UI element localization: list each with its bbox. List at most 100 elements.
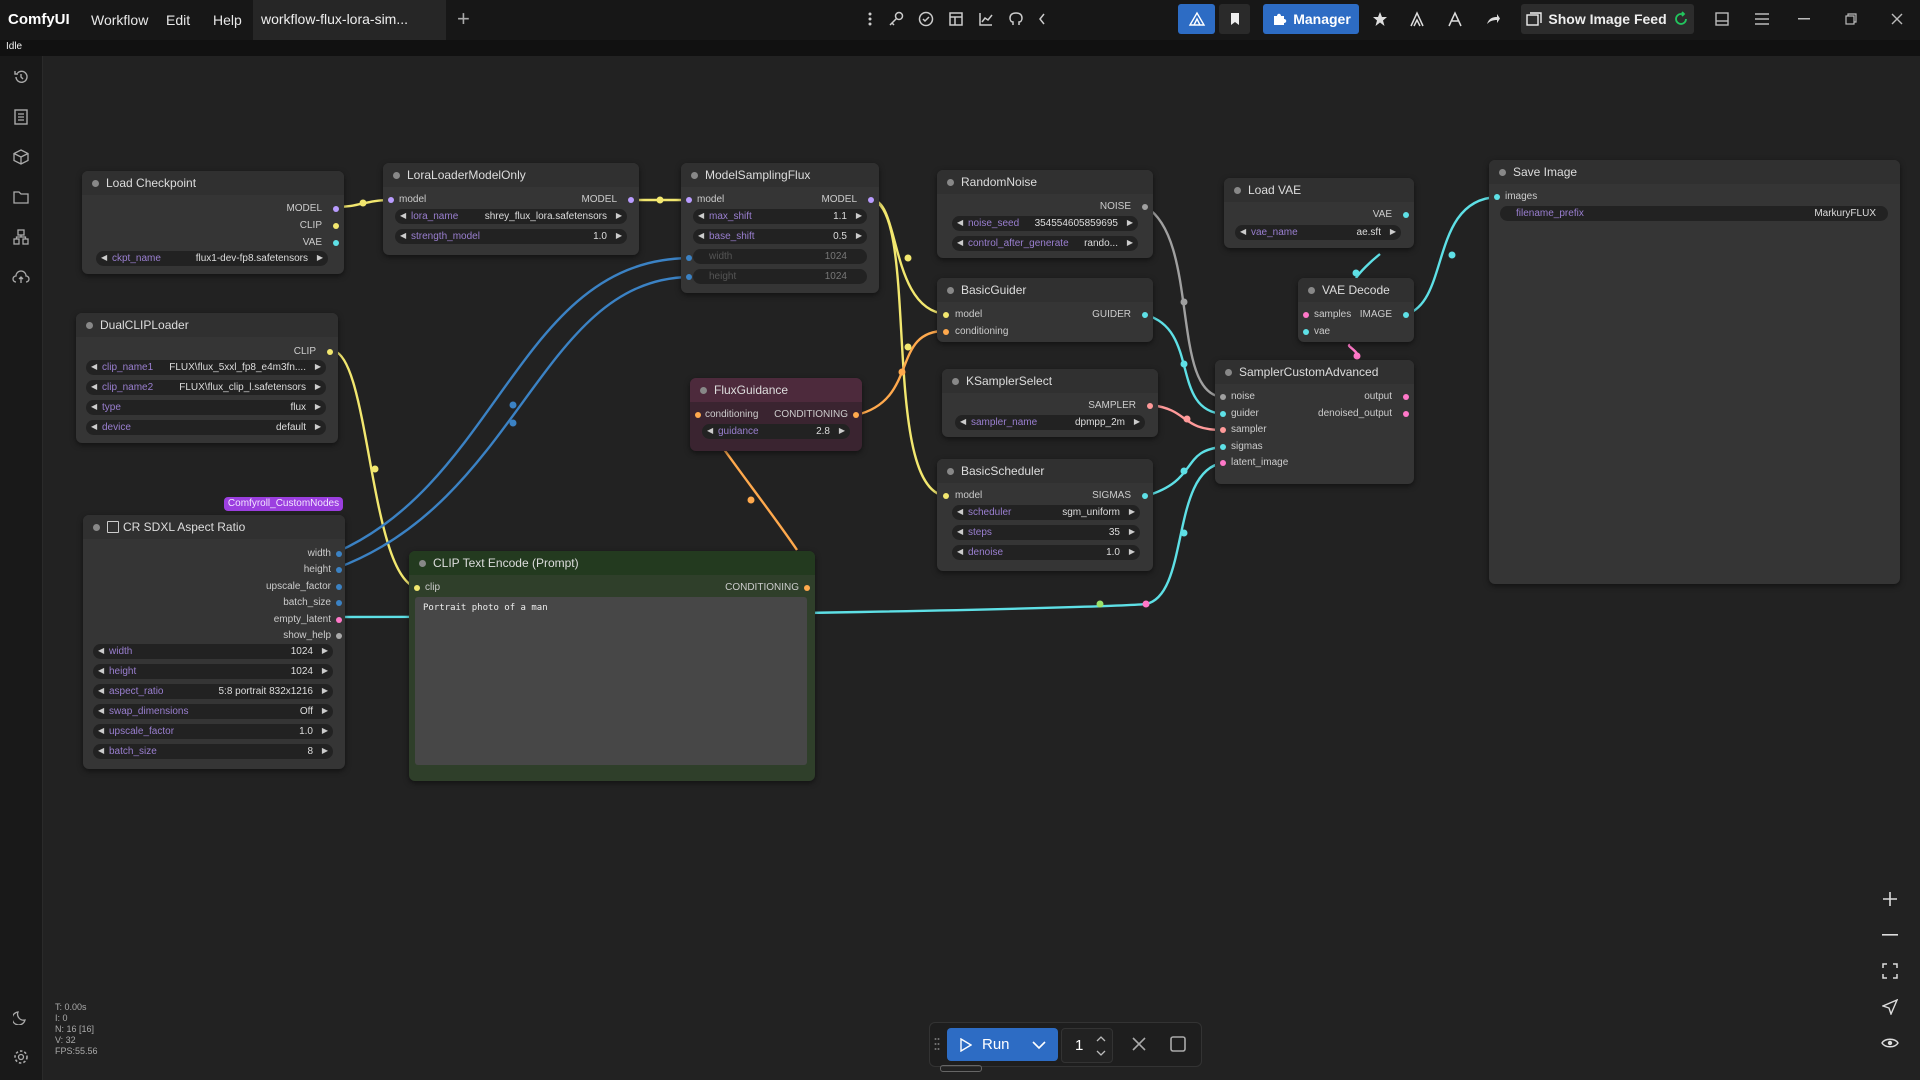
star-icon[interactable] xyxy=(1365,4,1395,34)
github-icon[interactable] xyxy=(1001,4,1031,34)
collapse-dot[interactable] xyxy=(393,172,400,179)
output-port-vae[interactable] xyxy=(1403,212,1409,218)
output-port-sigmas[interactable] xyxy=(1142,493,1148,499)
collapse-dot[interactable] xyxy=(947,468,954,475)
more-vertical-icon[interactable] xyxy=(855,4,885,34)
minimize-icon[interactable] xyxy=(1789,4,1819,34)
node-header[interactable]: RandomNoise xyxy=(937,170,1153,194)
output-port-model[interactable] xyxy=(628,197,634,203)
new-tab-button[interactable]: + xyxy=(457,6,470,31)
node-cr-sdxl-aspect-ratio[interactable]: CR SDXL Aspect Ratio width height upscal… xyxy=(83,515,345,769)
key-icon[interactable] xyxy=(881,4,911,34)
collapse-dot[interactable] xyxy=(86,322,93,329)
input-port-samples[interactable] xyxy=(1303,312,1309,318)
fit-view-icon[interactable] xyxy=(1872,956,1908,986)
output-port-height[interactable] xyxy=(336,567,342,573)
cube-icon[interactable] xyxy=(10,146,32,168)
drag-handle-icon[interactable] xyxy=(934,1037,940,1056)
collapse-dot[interactable] xyxy=(700,387,707,394)
node-checkbox[interactable] xyxy=(107,521,119,533)
node-header[interactable]: LoraLoaderModelOnly xyxy=(383,163,639,187)
output-port-sampler[interactable] xyxy=(1147,403,1153,409)
manager-button[interactable]: Manager xyxy=(1263,4,1359,34)
input-port-conditioning[interactable] xyxy=(943,329,949,335)
share-icon[interactable] xyxy=(1478,4,1508,34)
node-model-sampling-flux[interactable]: ModelSamplingFlux model MODEL ◀max_shift… xyxy=(681,163,879,293)
batch-count-stepper[interactable]: 1 xyxy=(1061,1028,1113,1063)
input-port-width[interactable] xyxy=(686,255,692,261)
output-port-conditioning[interactable] xyxy=(804,585,810,591)
output-port-upscale-factor[interactable] xyxy=(336,584,342,590)
node-header[interactable]: VAE Decode xyxy=(1298,278,1414,302)
node-vae-decode[interactable]: VAE Decode samples vae IMAGE xyxy=(1298,278,1414,342)
zoom-out-icon[interactable] xyxy=(1872,920,1908,950)
input-port-model[interactable] xyxy=(943,493,949,499)
history-icon[interactable] xyxy=(10,66,32,88)
node-header[interactable]: CLIP Text Encode (Prompt) xyxy=(409,551,815,575)
menu-workflow[interactable]: Workflow xyxy=(91,12,149,28)
output-port-vae[interactable] xyxy=(333,240,339,246)
comfy-logo-button[interactable] xyxy=(1178,4,1215,34)
hamburger-menu-icon[interactable] xyxy=(1747,4,1777,34)
output-port-show-help[interactable] xyxy=(336,633,342,639)
node-header[interactable]: FluxGuidance xyxy=(690,378,862,402)
prompt-textarea[interactable]: Portrait photo of a man xyxy=(415,597,807,765)
eye-icon[interactable] xyxy=(1872,1028,1908,1058)
folder-icon[interactable] xyxy=(10,186,32,208)
show-image-feed-button[interactable]: Show Image Feed xyxy=(1521,4,1694,34)
input-port-model[interactable] xyxy=(686,197,692,203)
input-port-height[interactable] xyxy=(686,274,692,280)
moon-icon[interactable] xyxy=(10,1006,32,1028)
gear-icon[interactable] xyxy=(10,1046,32,1068)
zoom-in-icon[interactable] xyxy=(1872,884,1908,914)
node-header[interactable]: Load VAE xyxy=(1224,178,1414,202)
collapse-dot[interactable] xyxy=(93,524,100,531)
input-port-sampler[interactable] xyxy=(1220,427,1226,433)
chevron-up-icon[interactable] xyxy=(1096,1035,1106,1043)
output-port-clip[interactable] xyxy=(327,349,333,355)
collapse-dot[interactable] xyxy=(1234,187,1241,194)
node-load-checkpoint[interactable]: Load Checkpoint MODEL CLIP VAE ◀ckpt_nam… xyxy=(82,171,344,274)
node-header[interactable]: BasicScheduler xyxy=(937,459,1153,483)
collapse-dot[interactable] xyxy=(691,172,698,179)
node-sampler-custom-advanced[interactable]: SamplerCustomAdvanced noise guider sampl… xyxy=(1215,360,1414,484)
node-header[interactable]: CR SDXL Aspect Ratio xyxy=(83,515,345,539)
node-basic-guider[interactable]: BasicGuider model conditioning GUIDER xyxy=(937,278,1153,342)
cancel-icon[interactable] xyxy=(1132,1037,1146,1056)
node-header[interactable]: BasicGuider xyxy=(937,278,1153,302)
output-port-batch-size[interactable] xyxy=(336,600,342,606)
collapse-dot[interactable] xyxy=(1308,287,1315,294)
collapse-dot[interactable] xyxy=(947,287,954,294)
output-port-noise[interactable] xyxy=(1142,204,1148,210)
node-header[interactable]: KSamplerSelect xyxy=(942,369,1158,393)
input-port-model[interactable] xyxy=(388,197,394,203)
input-port-latent-image[interactable] xyxy=(1220,460,1226,466)
output-port-clip[interactable] xyxy=(333,223,339,229)
input-port-clip[interactable] xyxy=(414,585,420,591)
node-lora-loader[interactable]: LoraLoaderModelOnly model MODEL ◀lora_na… xyxy=(383,163,639,255)
check-circle-icon[interactable] xyxy=(911,4,941,34)
stop-icon[interactable] xyxy=(1170,1036,1186,1057)
collapse-dot[interactable] xyxy=(952,378,959,385)
input-port-conditioning[interactable] xyxy=(695,412,701,418)
menu-edit[interactable]: Edit xyxy=(166,12,191,28)
